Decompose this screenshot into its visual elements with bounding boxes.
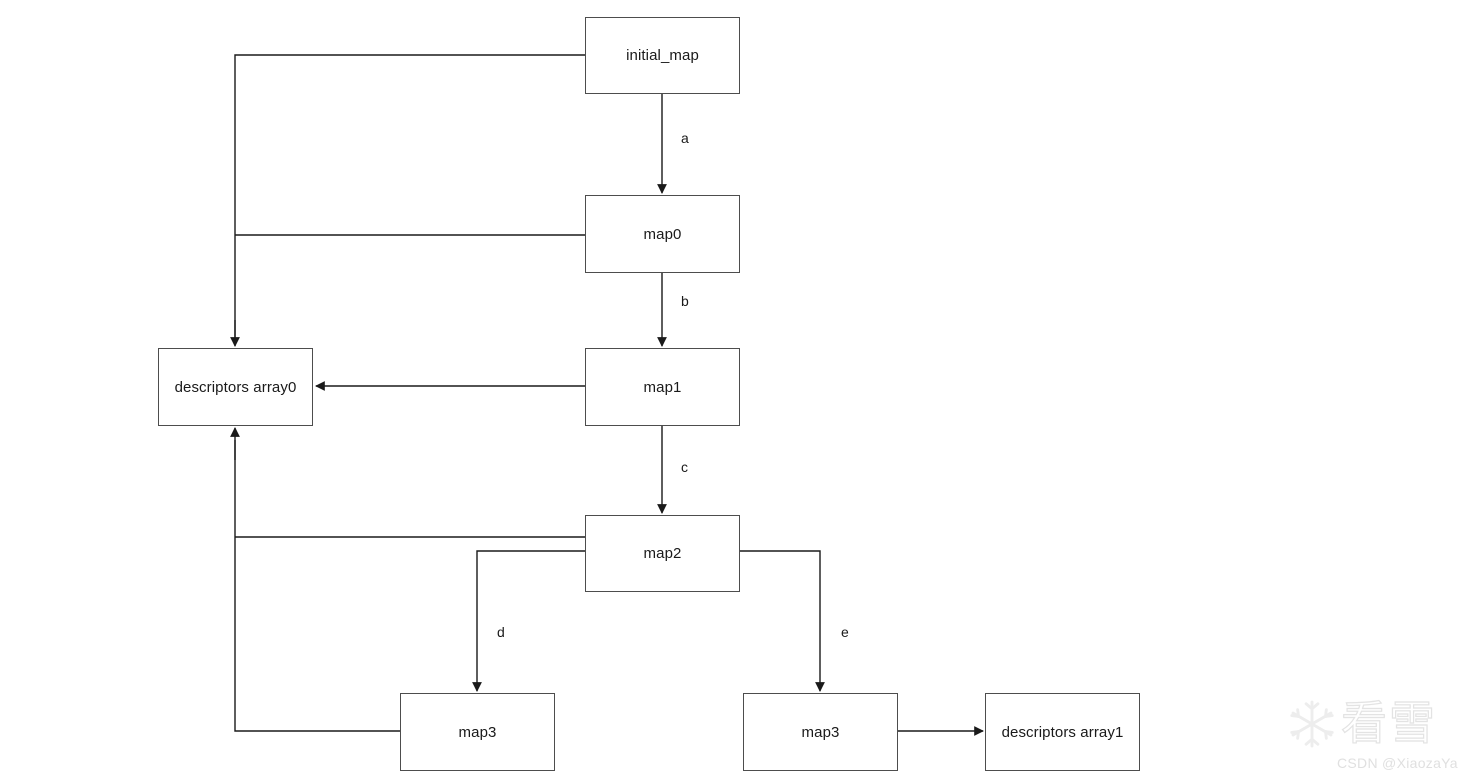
edge-label-c: c <box>681 459 688 475</box>
node-descriptors-array0[interactable]: descriptors array0 <box>158 348 313 426</box>
edge-label-d: d <box>497 624 505 640</box>
node-label: initial_map <box>626 47 699 64</box>
edge-map3-left-to-descriptors-array0 <box>234 440 400 732</box>
node-label: map0 <box>643 225 682 243</box>
node-map3-left[interactable]: map3 <box>400 693 555 771</box>
node-label: descriptors array1 <box>1001 723 1124 741</box>
node-map1[interactable]: map1 <box>585 348 740 426</box>
node-label: map3 <box>801 723 840 741</box>
node-map2[interactable]: map2 <box>585 515 740 592</box>
edge-map2-to-map3-left <box>472 550 585 692</box>
node-label: descriptors array0 <box>174 378 297 396</box>
edge-map2-to-map3-right <box>740 550 825 692</box>
node-map3-right[interactable]: map3 <box>743 693 898 771</box>
edge-initial-map-to-descriptors-array0 <box>234 54 585 340</box>
edge-label-a: a <box>681 130 689 146</box>
node-descriptors-array1[interactable]: descriptors array1 <box>985 693 1140 771</box>
node-initial-map[interactable]: initial_map <box>585 17 740 94</box>
edge-label-b: b <box>681 293 689 309</box>
node-label: map1 <box>643 378 682 396</box>
node-map0[interactable]: map0 <box>585 195 740 273</box>
node-label: map2 <box>643 545 682 562</box>
edge-label-e: e <box>841 624 849 640</box>
node-label: map3 <box>458 723 497 741</box>
